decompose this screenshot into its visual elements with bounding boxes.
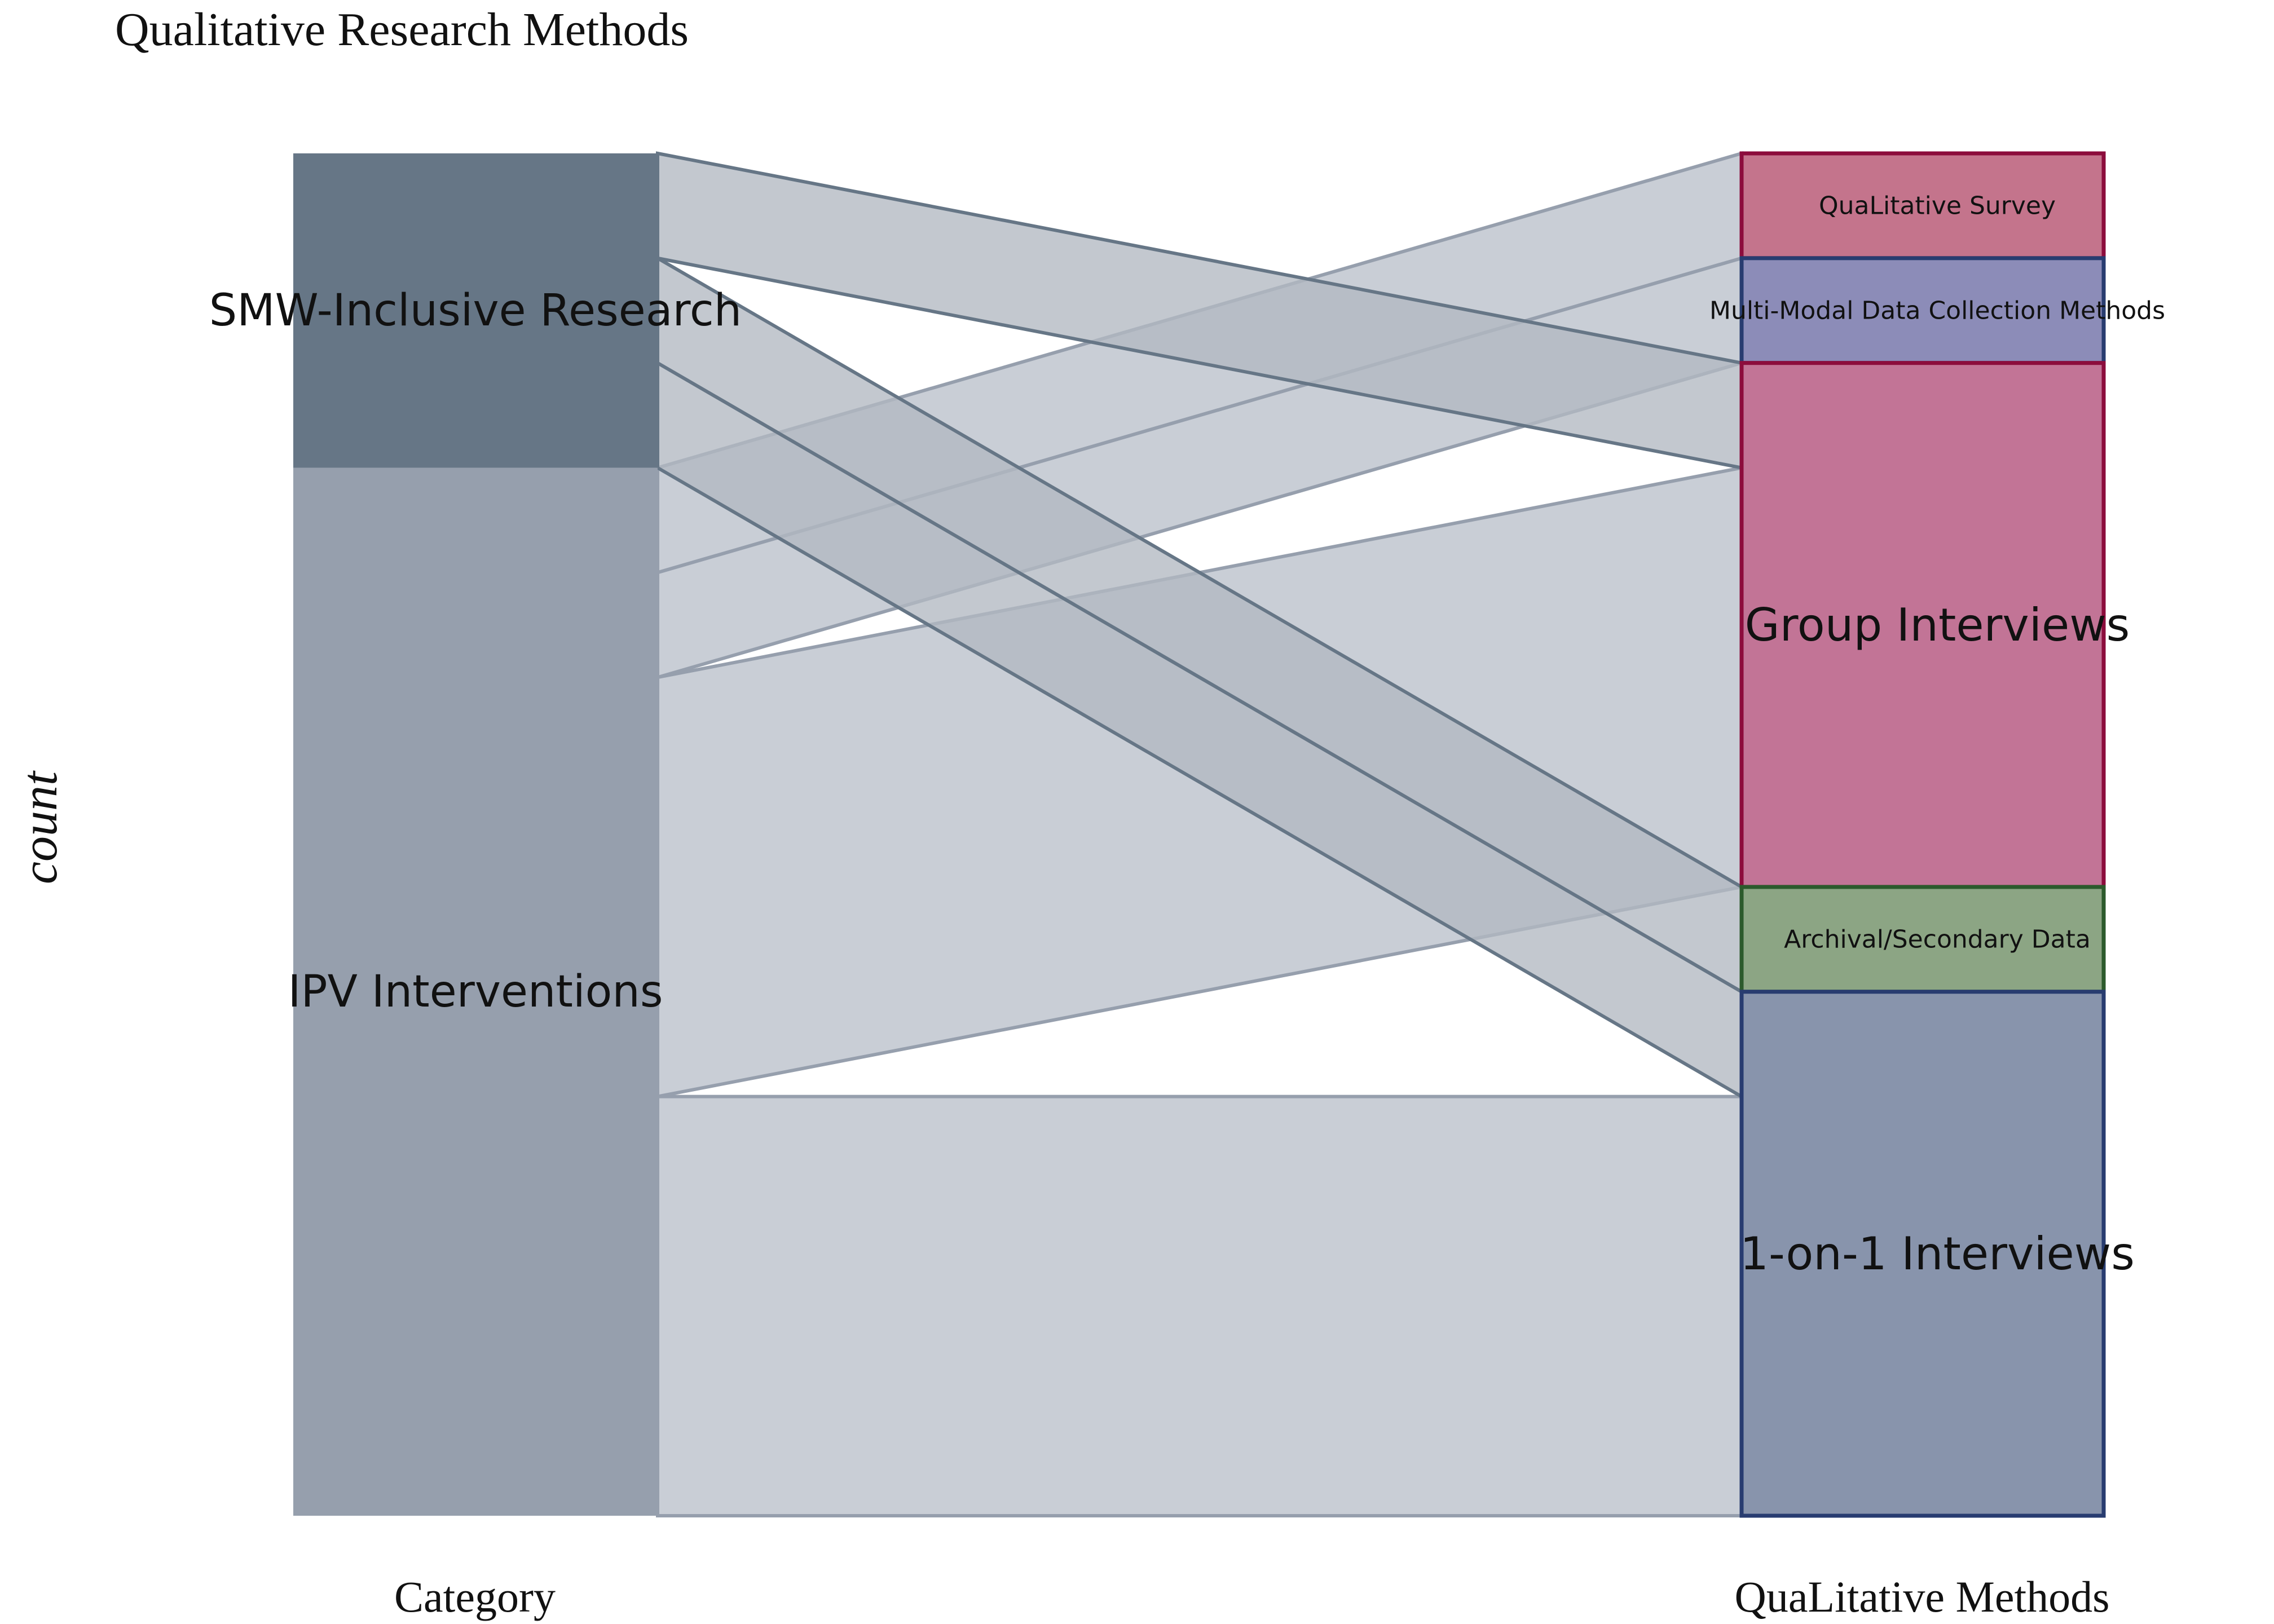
flow-ipv-to-oneone [656, 1095, 1743, 1517]
stratum-label-oneone: 1-on-1 Interviews [1740, 1228, 2135, 1280]
stratum-label-survey: QuaLitative Survey [1819, 191, 2056, 220]
flows-layer [656, 151, 1743, 1517]
stratum-right-archive [1739, 885, 2106, 994]
stratum-right-group [1739, 361, 2106, 889]
x-axis-label-methods: QuaLitative Methods [1734, 1572, 2109, 1621]
x-axis-label-category: Category [394, 1572, 556, 1621]
stratum-label-ipv: IPV Interventions [288, 967, 663, 1017]
stratum-label-mmdc: Multi-Modal Data Collection Methods [1709, 296, 2165, 325]
stratum-label-group: Group Interviews [1745, 599, 2130, 651]
stratum-left-smw [293, 153, 658, 468]
y-axis-label: count [12, 770, 68, 884]
stratum-right-oneone [1739, 990, 2106, 1518]
stratum-right-survey [1739, 151, 2106, 261]
chart-title: Qualitative Research Methods [115, 3, 689, 56]
stratum-right-mmdc [1739, 256, 2106, 365]
stratum-label-archive: Archival/Secondary Data [1784, 925, 2091, 954]
stratum-left-ipv [293, 467, 658, 1516]
nodes-layer [293, 151, 2106, 1518]
stratum-label-smw: SMW-Inclusive Research [209, 285, 742, 336]
